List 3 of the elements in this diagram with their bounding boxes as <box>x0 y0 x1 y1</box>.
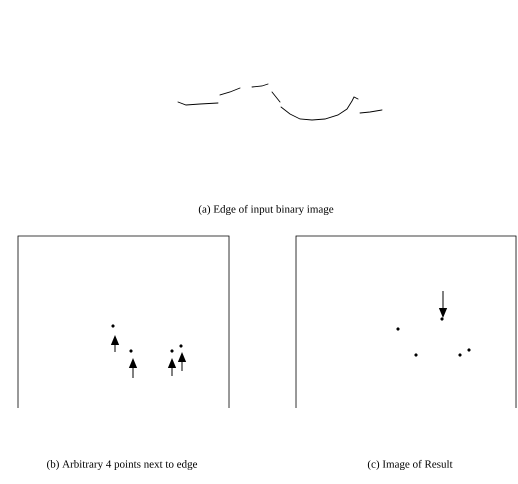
caption: (a) Edge of input binary image <box>198 204 334 216</box>
caption: (c) Image of Result <box>368 460 453 470</box>
caption: (b) Arbitrary 4 points next to edge <box>47 460 198 470</box>
